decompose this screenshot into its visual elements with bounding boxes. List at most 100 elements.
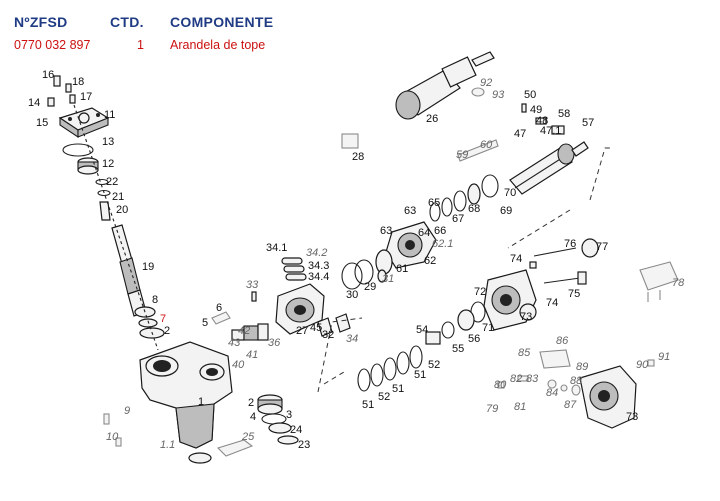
column-header-component: COMPONENTE [170,14,274,30]
bearing-part[interactable] [581,238,599,258]
assembly-line [589,147,612,201]
selected-part-id[interactable]: 0770 032 897 [14,38,91,52]
ball-guide-part[interactable] [317,313,351,337]
callout-69: 69 [500,205,512,217]
balls-part[interactable] [281,257,307,281]
valve-housing-part[interactable] [579,365,637,429]
washer-part[interactable] [377,269,387,283]
bearing-part[interactable] [257,394,283,415]
callout-14: 14 [28,97,40,109]
callout-78: 78 [672,277,685,289]
screw-part[interactable] [115,437,122,447]
callout-21: 21 [112,191,124,203]
callout-62-1: 62.1 [432,238,453,250]
nut-part[interactable] [535,117,547,125]
callout-19: 19 [142,261,154,273]
callout-67: 67 [452,213,464,225]
callout-52b: 52 [378,391,390,403]
housing-cover-part[interactable] [385,221,437,269]
plug-part[interactable] [647,359,655,367]
ring-part[interactable] [261,413,287,425]
callout-61: 61 [396,263,408,275]
callout-89: 89 [576,361,588,373]
screw-part[interactable] [103,413,110,425]
control-valve-part[interactable] [395,51,495,120]
callout-58: 58 [558,108,570,120]
callout-23: 23 [298,439,310,451]
callout-34-1: 34.1 [266,242,287,254]
bearing-part[interactable] [77,157,99,175]
nut-part[interactable] [577,271,587,285]
valve-spring-parts[interactable] [497,375,581,396]
callout-50: 50 [524,89,536,101]
selected-part-component[interactable]: Arandela de tope [170,38,266,52]
ring-part[interactable] [95,178,109,186]
ring-part[interactable] [97,189,111,197]
sleeve-part[interactable] [551,125,565,135]
stop-washer-part[interactable] [138,318,158,328]
clip-part[interactable] [211,311,231,325]
bolt-part[interactable] [533,247,577,257]
valve-part[interactable] [231,323,269,341]
callout-36: 36 [268,337,281,349]
o-ring-set-part[interactable] [357,345,423,392]
callout-28: 28 [352,151,364,163]
callout-22: 22 [106,176,118,188]
bearing-part[interactable] [457,309,475,331]
bolt-part[interactable] [543,277,581,284]
o-ring-part[interactable] [62,143,94,157]
steering-shaft-part[interactable] [111,224,147,317]
valve-block-part[interactable] [639,261,679,291]
screw-part[interactable] [521,103,527,113]
callout-15: 15 [36,117,48,129]
callout-74b: 74 [546,297,558,309]
callout-33: 33 [246,279,259,291]
callout-24: 24 [290,424,302,436]
callout-30: 30 [346,289,358,301]
spring-part[interactable] [471,87,485,97]
callout-55: 55 [452,343,464,355]
nut-part[interactable] [277,435,299,445]
bush-part[interactable] [341,133,359,149]
callout-12: 12 [102,158,114,170]
piston-part[interactable] [275,283,325,335]
callout-5: 5 [202,317,208,329]
callout-labels: 16 18 14 17 15 11 13 12 22 21 20 19 8 7 … [28,69,685,451]
callout-56: 56 [468,333,480,345]
callout-60: 60 [480,139,493,151]
bolt-parts[interactable] [47,75,76,107]
callout-85: 85 [518,347,531,359]
callout-9: 9 [124,405,130,417]
steering-housing-part[interactable] [139,341,233,449]
worm-shaft-part[interactable] [509,141,589,195]
callout-29: 29 [364,281,376,293]
callout-77: 77 [596,241,608,253]
ring-part[interactable] [441,321,455,339]
callout-18: 18 [72,76,84,88]
callout-1-1: 1.1 [160,439,175,451]
lock-plate-part[interactable] [216,439,254,457]
seal-ring-set-part[interactable] [429,174,499,222]
ring-part[interactable] [268,422,292,434]
piston-housing-part[interactable] [483,269,537,331]
seal-part[interactable] [99,201,111,221]
cover-plate-part[interactable] [58,107,110,139]
o-ring-part[interactable] [354,259,374,285]
callout-82: 82 [510,373,522,385]
callout-41: 41 [246,349,258,361]
nut-part[interactable] [529,261,537,269]
callout-90: 90 [636,359,649,371]
callout-64: 64 [418,227,430,239]
callout-27: 27 [296,325,308,337]
o-ring-part[interactable] [341,262,363,290]
sleeve-part[interactable] [425,331,441,345]
seal-ring-part[interactable] [188,452,212,464]
pin-part[interactable] [457,139,499,162]
callout-52a: 52 [428,359,440,371]
callout-13: 13 [102,136,114,148]
callout-63a: 63 [380,225,392,237]
screw-part[interactable] [251,291,257,302]
valve-part[interactable] [539,349,571,369]
callout-74a: 74 [510,253,522,265]
